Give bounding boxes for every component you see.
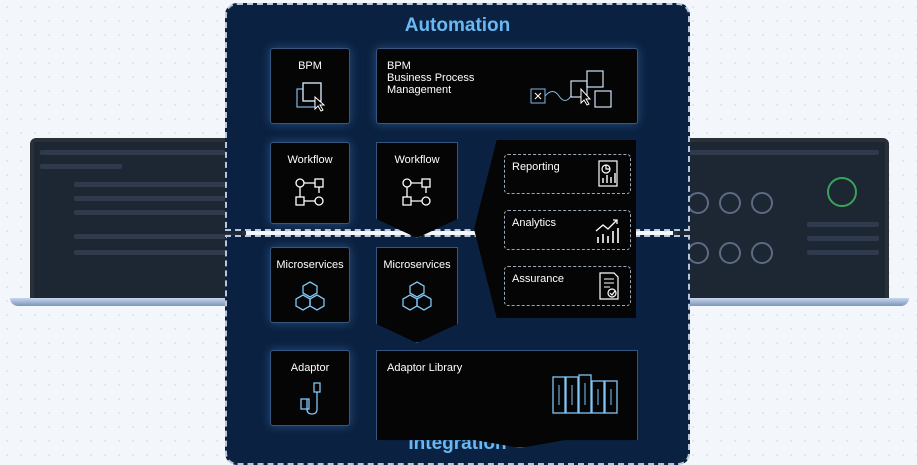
reporting-label: Reporting: [512, 161, 560, 173]
bpm-full-label: BPM Business Process Management: [387, 60, 475, 96]
report-chart-icon: [598, 160, 618, 187]
laptop-right-screen: [673, 138, 889, 304]
workflow-icon: [295, 178, 324, 206]
adaptor-card[interactable]: Adaptor: [270, 350, 350, 426]
cubes-icon: [295, 281, 325, 311]
bpm-cursor-icon: [296, 82, 326, 112]
assurance-label: Assurance: [512, 273, 564, 285]
assurance-card[interactable]: Assurance: [504, 266, 631, 306]
laptop-left: [0, 138, 250, 308]
bpm-process-icon: [530, 70, 612, 108]
workflow-card-left[interactable]: Workflow: [270, 142, 350, 224]
automation-title: Automation: [404, 15, 511, 36]
microservices-card-left[interactable]: Microservices: [270, 247, 350, 323]
laptop-left-screen: [30, 138, 246, 304]
workflow-mid-label: Workflow: [394, 154, 440, 166]
observability-container: Reporting Analytics Assurance: [474, 140, 636, 318]
adaptor-library-card[interactable]: Adaptor Library: [376, 350, 638, 448]
analytics-label: Analytics: [512, 217, 557, 229]
laptop-right: [669, 138, 917, 308]
bpm-label: BPM: [298, 60, 322, 72]
cable-plug-icon: [300, 382, 321, 415]
analytics-card[interactable]: Analytics: [504, 210, 631, 250]
workflow-left-label: Workflow: [287, 154, 333, 166]
bpm-card[interactable]: BPM: [270, 48, 350, 124]
laptop-left-base: [10, 298, 250, 306]
bpm-full-card[interactable]: BPM Business Process Management: [376, 48, 638, 124]
adaptor-label: Adaptor: [290, 362, 330, 374]
analytics-chart-icon: [595, 219, 619, 243]
laptop-right-base: [669, 298, 909, 306]
microservices-left-label: Microservices: [276, 259, 344, 271]
workflow-card-mid[interactable]: Workflow: [376, 142, 458, 238]
checklist-icon: [599, 272, 619, 300]
binders-library-icon: [552, 374, 618, 414]
workflow-icon: [402, 178, 431, 206]
reporting-card[interactable]: Reporting: [504, 154, 631, 194]
microservices-mid-label: Microservices: [383, 259, 451, 271]
adaptor-library-label: Adaptor Library: [387, 362, 463, 374]
microservices-card-mid[interactable]: Microservices: [376, 247, 458, 343]
cubes-icon: [402, 281, 432, 311]
